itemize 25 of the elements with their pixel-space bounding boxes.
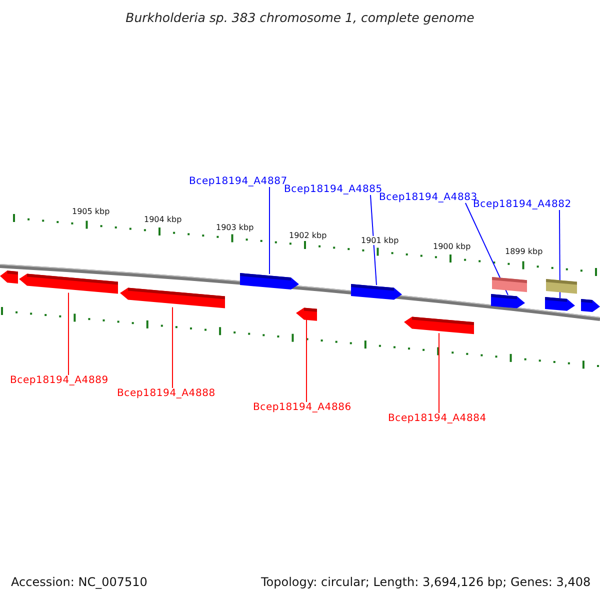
- gene-label: Bcep18194_A4884: [388, 413, 486, 424]
- scale-label: 1901 kbp: [360, 236, 400, 245]
- scale-label: 1902 kbp: [288, 231, 328, 240]
- leader-line: [464, 202, 508, 296]
- leader-line: [306, 319, 307, 402]
- leader-line: [438, 332, 440, 414]
- genome-summary-text: Topology: circular; Length: 3,694,126 bp; Genes: 3,408: [260, 575, 592, 589]
- scale-label: 1899 kbp: [504, 247, 544, 256]
- gene-label: Bcep18194_A4885: [284, 184, 382, 195]
- leader-line: [172, 306, 173, 388]
- leader-line: [558, 210, 560, 298]
- scale-label: 1903 kbp: [215, 223, 255, 232]
- gene-label: Bcep18194_A4882: [473, 199, 572, 210]
- scale-label: 1904 kbp: [143, 215, 183, 224]
- gene-label: Bcep18194_A4887: [189, 176, 288, 187]
- scale-label: 1905 kbp: [71, 207, 111, 216]
- scale-label: 1900 kbp: [432, 242, 472, 251]
- gene-label: Bcep18194_A4888: [117, 388, 216, 399]
- leader-line: [269, 186, 270, 274]
- leader-line: [68, 292, 69, 376]
- gene-label: Bcep18194_A4889: [10, 375, 108, 386]
- gene-label: Bcep18194_A4886: [253, 402, 352, 413]
- title: Burkholderia sp. 383 chromosome 1, complete genome: [124, 10, 476, 25]
- leader-line: [370, 194, 377, 286]
- accession-text: Accession: NC_007510: [10, 575, 148, 589]
